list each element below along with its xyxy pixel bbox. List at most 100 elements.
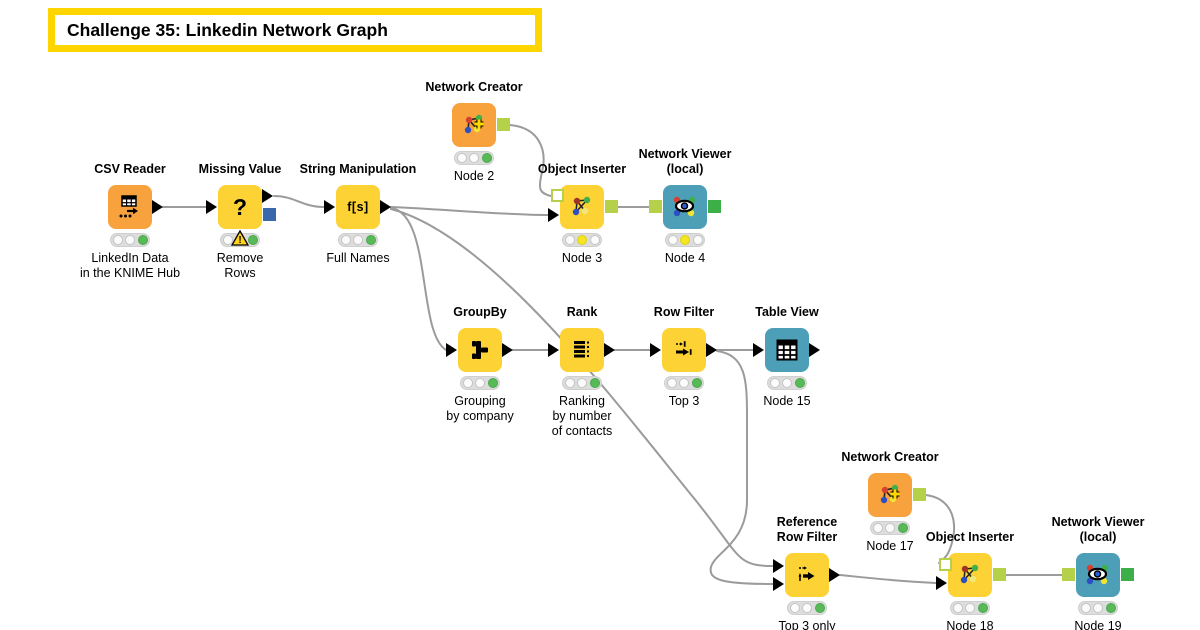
traffic-light: ! xyxy=(220,229,260,247)
input-port[interactable] xyxy=(753,343,764,357)
traffic-light xyxy=(767,376,807,390)
rank-icon xyxy=(560,328,604,372)
reference-row-filter-icon xyxy=(785,553,829,597)
connection-string-manipulation-object-inserter-3[interactable] xyxy=(390,206,549,216)
network-creator-icon xyxy=(868,473,912,517)
node-missing-value[interactable]: Missing Value ? ! Remove Rows xyxy=(199,162,282,280)
traffic-light xyxy=(562,233,602,247)
node-table-view[interactable]: Table View Node 15 xyxy=(753,305,820,408)
connection-network-creator-2-object-inserter-3[interactable] xyxy=(509,124,552,197)
network-output-port[interactable] xyxy=(605,200,618,213)
node-label: Node 3 xyxy=(561,251,603,265)
traffic-light xyxy=(562,376,602,390)
node-title: Row Filter xyxy=(653,305,715,319)
object-inserter-icon xyxy=(948,553,992,597)
node-title: Network Creator xyxy=(841,450,939,464)
node-title: Rank xyxy=(566,305,598,319)
connection-missing-value-string-manipulation[interactable] xyxy=(273,195,325,208)
node-groupby[interactable]: GroupBy Grouping by company xyxy=(446,305,514,423)
node-reference-row-filter[interactable]: Reference Row Filter Top 3 only xyxy=(773,515,840,630)
input-port-data[interactable] xyxy=(773,559,784,573)
connection-string-manipulation-groupby[interactable] xyxy=(390,207,447,351)
network-viewer-icon xyxy=(663,185,707,229)
node-label: Node 17 xyxy=(866,539,914,553)
network-creator-icon xyxy=(452,103,496,147)
node-network-viewer-19[interactable]: Network Viewer (local) Node 19 xyxy=(1052,515,1145,630)
node-title: Reference Row Filter xyxy=(776,515,838,544)
network-input-port[interactable] xyxy=(1062,568,1075,581)
optional-network-input-port[interactable] xyxy=(551,189,564,202)
traffic-light xyxy=(454,151,494,165)
workflow-annotation[interactable]: Challenge 35: Linkedin Network Graph xyxy=(48,8,542,52)
node-network-creator-17[interactable]: Network Creator Node 17 xyxy=(841,450,938,553)
node-object-inserter-18[interactable]: Object Inserter Node 18 xyxy=(926,530,1014,630)
node-label: Remove Rows xyxy=(216,251,264,280)
node-label: Node 2 xyxy=(453,169,495,183)
node-network-creator-2[interactable]: Network Creator Node 2 xyxy=(425,80,522,183)
traffic-light xyxy=(870,521,910,535)
output-port[interactable] xyxy=(502,343,513,357)
input-port[interactable] xyxy=(548,343,559,357)
image-output-port[interactable] xyxy=(1121,568,1134,581)
network-output-port[interactable] xyxy=(497,118,510,131)
node-label: Node 19 xyxy=(1074,619,1122,630)
network-input-port[interactable] xyxy=(649,200,662,213)
input-port[interactable] xyxy=(206,200,217,214)
string-manipulation-icon: f[s] xyxy=(336,185,380,229)
node-title: Table View xyxy=(755,305,819,319)
node-title: Network Creator xyxy=(425,80,523,94)
connection-string-manipulation-reference-row-filter[interactable] xyxy=(390,208,774,567)
node-label: Ranking by number of contacts xyxy=(551,394,613,438)
node-label: Node 4 xyxy=(664,251,706,265)
object-inserter-icon xyxy=(560,185,604,229)
optional-network-input-port[interactable] xyxy=(939,558,952,571)
traffic-light xyxy=(664,376,704,390)
node-row-filter[interactable]: Row Filter Top 3 xyxy=(650,305,717,408)
missing-value-icon: ? xyxy=(218,185,262,229)
traffic-light xyxy=(460,376,500,390)
input-port-reference[interactable] xyxy=(773,577,784,591)
network-output-port[interactable] xyxy=(993,568,1006,581)
output-port[interactable] xyxy=(152,200,163,214)
node-title: String Manipulation xyxy=(299,162,417,176)
annotation-title: Challenge 35: Linkedin Network Graph xyxy=(67,19,388,40)
output-port[interactable] xyxy=(829,568,840,582)
input-port[interactable] xyxy=(650,343,661,357)
input-port[interactable] xyxy=(548,208,559,222)
node-label: Node 15 xyxy=(763,394,811,408)
image-output-port[interactable] xyxy=(708,200,721,213)
traffic-light xyxy=(338,233,378,247)
connection-row-filter-reference-row-filter[interactable] xyxy=(709,350,774,585)
input-port[interactable] xyxy=(446,343,457,357)
node-title: Missing Value xyxy=(198,162,282,176)
traffic-light xyxy=(110,233,150,247)
connection-reference-row-filter-object-inserter-18[interactable] xyxy=(839,574,937,584)
output-port[interactable] xyxy=(809,343,820,357)
node-label: Node 18 xyxy=(946,619,994,630)
groupby-icon xyxy=(458,328,502,372)
node-object-inserter-3[interactable]: Object Inserter Node 3 xyxy=(538,162,626,265)
node-string-manipulation[interactable]: String Manipulation f[s] Full Names xyxy=(300,162,417,265)
input-port[interactable] xyxy=(936,576,947,590)
warning-icon: ! xyxy=(230,229,250,251)
output-port[interactable] xyxy=(262,189,273,203)
output-port[interactable] xyxy=(706,343,717,357)
node-label: Grouping by company xyxy=(446,394,514,423)
traffic-light xyxy=(950,601,990,615)
node-title: GroupBy xyxy=(453,305,507,319)
node-title: Network Viewer (local) xyxy=(638,147,732,176)
node-label: LinkedIn Data in the KNIME Hub xyxy=(79,251,181,280)
node-csv-reader[interactable]: CSV Reader LinkedIn Data in the KNIME Hu… xyxy=(80,162,180,280)
input-port[interactable] xyxy=(324,200,335,214)
pmml-output-port[interactable] xyxy=(263,208,276,221)
output-port[interactable] xyxy=(380,200,391,214)
output-port[interactable] xyxy=(604,343,615,357)
node-rank[interactable]: Rank Ranking by number of contacts xyxy=(548,305,615,438)
node-title: CSV Reader xyxy=(94,162,166,176)
node-title: Object Inserter xyxy=(537,162,627,176)
node-network-viewer-4[interactable]: Network Viewer (local) Node 4 xyxy=(639,147,732,265)
network-viewer-icon xyxy=(1076,553,1120,597)
network-output-port[interactable] xyxy=(913,488,926,501)
